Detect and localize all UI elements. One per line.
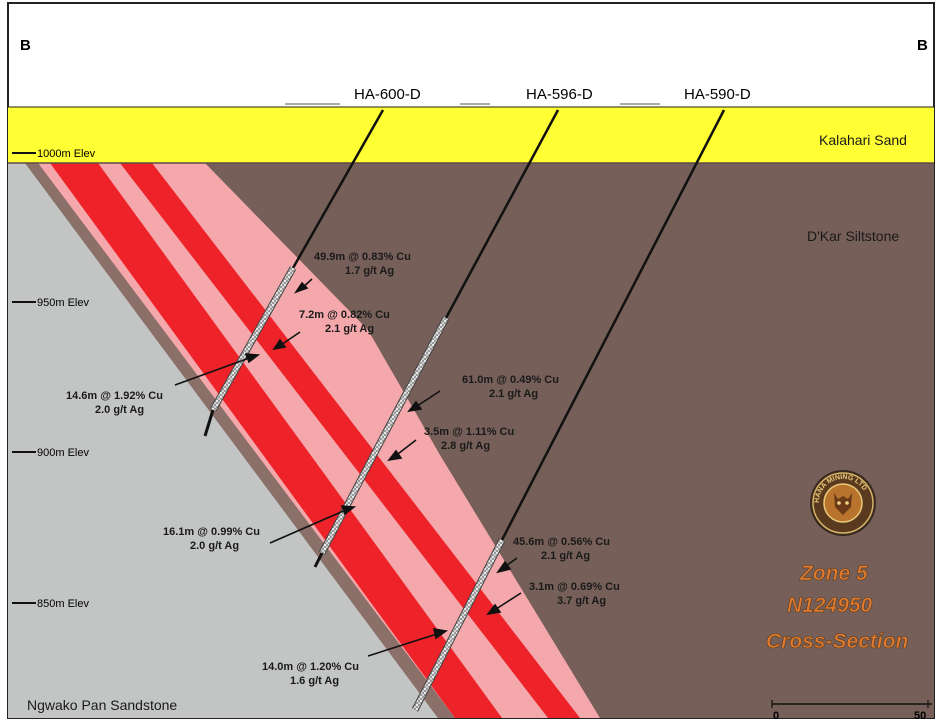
intercept-label: 45.6m @ 0.56% Cu bbox=[513, 536, 610, 548]
intercept-label: 3.5m @ 1.11% Cu bbox=[424, 426, 514, 438]
drill-hole-ha-600-d bbox=[203, 109, 385, 437]
intercept-label: 7.2m @ 0.82% Cu bbox=[299, 309, 390, 321]
elevation-label: 900m Elev bbox=[37, 447, 89, 459]
company-logo: HANA MINING LTD bbox=[810, 470, 876, 536]
elevation-axis: 1000m Elev 950m Elev 900m Elev 850m Elev bbox=[12, 148, 96, 610]
scale-bar-end: 50 bbox=[914, 710, 926, 722]
intercept-label: 2.1 g/t Ag bbox=[489, 388, 538, 400]
section-title-line2: N124950 bbox=[787, 594, 873, 617]
section-title-line1: Zone 5 bbox=[799, 562, 868, 585]
elevation-label: 950m Elev bbox=[37, 297, 89, 309]
dkar-siltstone-label: D'Kar Siltstone bbox=[807, 228, 899, 244]
scale-bar-start: 0 bbox=[773, 710, 779, 722]
intercept-label: 2.1 g/t Ag bbox=[325, 323, 374, 335]
scale-bar: 0 50 bbox=[771, 700, 932, 722]
high-grade-band-lower bbox=[50, 163, 502, 718]
intercept-label: 2.8 g/t Ag bbox=[441, 440, 490, 452]
elevation-label: 850m Elev bbox=[37, 598, 89, 610]
elevation-label: 1000m Elev bbox=[37, 148, 96, 160]
intercept-label: 16.1m @ 0.99% Cu bbox=[163, 526, 260, 538]
section-title-line3: Cross-Section bbox=[766, 630, 908, 653]
intercept-label: 2.0 g/t Ag bbox=[95, 404, 144, 416]
drill-hole-label: HA-590-D bbox=[684, 86, 751, 103]
kalahari-sand-unit bbox=[8, 107, 934, 163]
drill-hole-ha-590-d bbox=[411, 109, 726, 712]
drill-hole-ha-596-d bbox=[313, 109, 560, 568]
intercept-label: 2.1 g/t Ag bbox=[541, 550, 590, 562]
high-grade-band-upper bbox=[120, 163, 580, 718]
intercept-label: 3.7 g/t Ag bbox=[557, 595, 606, 607]
ngwako-sandstone-unit bbox=[8, 163, 438, 718]
intercept-label: 3.1m @ 0.69% Cu bbox=[529, 581, 620, 593]
assay-annotations: 49.9m @ 0.83% Cu 1.7 g/t Ag 7.2m @ 0.82%… bbox=[66, 251, 620, 687]
drill-hole-label: HA-596-D bbox=[526, 86, 593, 103]
kalahari-sand-label: Kalahari Sand bbox=[819, 132, 907, 148]
section-letter-left: B bbox=[20, 37, 31, 54]
footwall-contact-band bbox=[25, 163, 455, 718]
intercept-label: 2.0 g/t Ag bbox=[190, 540, 239, 552]
section-letter-right: B bbox=[917, 37, 928, 54]
intercept-label: 49.9m @ 0.83% Cu bbox=[314, 251, 411, 263]
intercept-label: 61.0m @ 0.49% Cu bbox=[462, 374, 559, 386]
intercept-label: 1.7 g/t Ag bbox=[345, 265, 394, 277]
ngwako-sandstone-label: Ngwako Pan Sandstone bbox=[27, 697, 177, 713]
intercept-label: 14.0m @ 1.20% Cu bbox=[262, 661, 359, 673]
lion-head-icon bbox=[834, 493, 852, 515]
drill-hole-label: HA-600-D bbox=[354, 86, 421, 103]
intercept-label: 1.6 g/t Ag bbox=[290, 675, 339, 687]
intercept-label: 14.6m @ 1.92% Cu bbox=[66, 390, 163, 402]
intercept-arrows bbox=[174, 278, 522, 657]
